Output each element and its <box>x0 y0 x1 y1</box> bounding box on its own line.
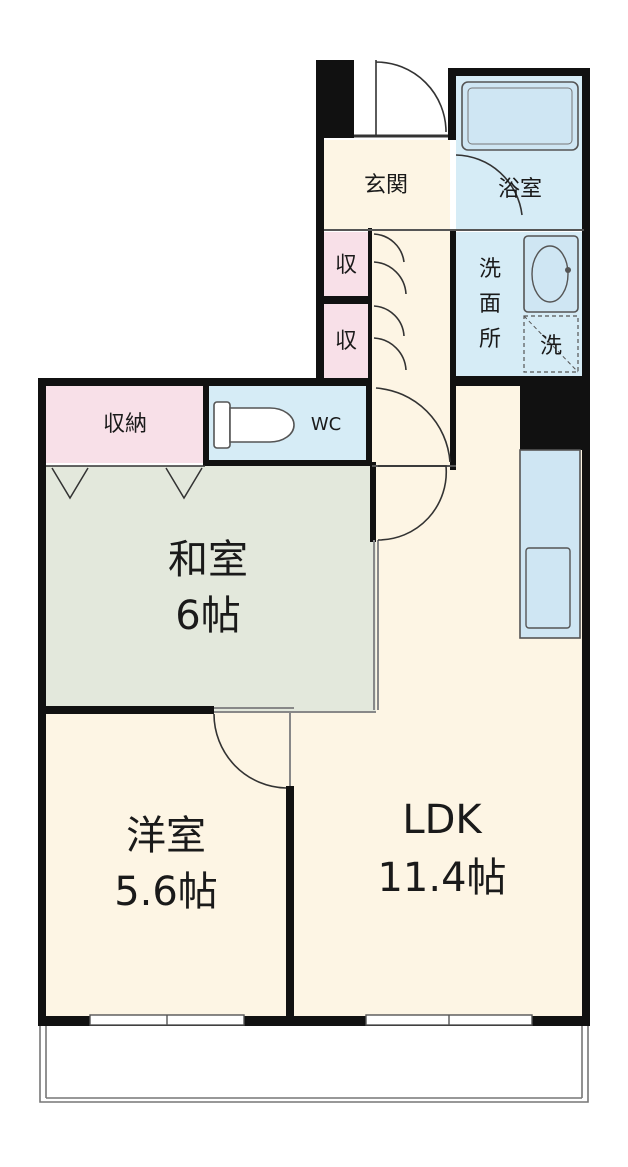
wall-segment <box>203 378 209 466</box>
washitsu-door <box>377 465 448 541</box>
wall-segment <box>38 378 46 1026</box>
windows <box>89 1014 533 1026</box>
wall-segment <box>366 378 372 466</box>
wall-segment <box>370 462 376 542</box>
wc-label: WC <box>311 414 341 435</box>
wc-door <box>375 387 451 463</box>
kitchen-counter-icon <box>519 449 581 639</box>
wall-segment <box>316 138 324 380</box>
storage-door <box>373 233 407 295</box>
hallway-floor <box>370 230 450 470</box>
ldk-size: 11.4帖 <box>377 855 506 901</box>
entrance-door <box>375 60 447 136</box>
wall-segment <box>368 228 372 380</box>
washroom-label-2: 面 <box>479 292 501 317</box>
youshitsu-door <box>213 713 287 789</box>
closet-floor <box>45 385 205 463</box>
ldk-name: LDK <box>402 797 483 843</box>
closet-doors <box>46 465 205 500</box>
washroom-label-3: 所 <box>479 327 501 352</box>
wall-segment <box>448 68 590 76</box>
storage-2-label: 収 <box>335 329 357 354</box>
washroom-label-1: 洗 <box>479 257 501 282</box>
wall-segment <box>582 68 590 386</box>
bathtub-icon <box>461 81 579 151</box>
fixtures <box>213 81 581 639</box>
entrance-floor <box>322 140 450 230</box>
wall-segment <box>286 786 294 1026</box>
storage-1-label: 収 <box>335 253 357 278</box>
closet-label: 収納 <box>103 412 147 437</box>
wall-segment <box>520 384 590 450</box>
wall-segment <box>582 384 590 1026</box>
youshitsu-size: 5.6帖 <box>114 869 218 915</box>
wall-segment <box>450 230 456 470</box>
washer-label: 洗 <box>540 334 562 359</box>
wall-segment <box>322 296 372 304</box>
washitsu-floor <box>45 466 376 712</box>
washitsu-size: 6帖 <box>175 593 240 639</box>
floors <box>45 75 585 1018</box>
youshitsu-floor <box>45 712 290 1018</box>
balcony <box>39 1026 589 1103</box>
walls <box>38 60 590 1026</box>
wall-segment <box>203 460 372 466</box>
wall-segment <box>38 1016 590 1026</box>
wall-segment <box>38 706 214 714</box>
storage-door <box>373 305 407 371</box>
storage-2-floor <box>322 304 370 378</box>
washing-machine-icon <box>523 315 579 373</box>
wall-segment <box>316 60 354 138</box>
wall-segment <box>450 376 590 386</box>
youshitsu-name: 洋室 <box>126 813 206 859</box>
entrance-label: 玄関 <box>364 173 408 198</box>
bath-door <box>455 154 523 216</box>
storage-1-floor <box>322 232 370 298</box>
doors <box>213 60 523 789</box>
toilet-icon <box>213 401 295 449</box>
bath-label: 浴室 <box>498 177 542 202</box>
ldk-floor <box>290 385 585 1018</box>
labels: 玄関 浴室 洗 面 所 洗 収 収 収納 WC 和室 6帖 洋室 5.6帖 LD… <box>103 173 562 915</box>
washitsu-name: 和室 <box>168 537 248 583</box>
wall-segment <box>448 68 456 140</box>
